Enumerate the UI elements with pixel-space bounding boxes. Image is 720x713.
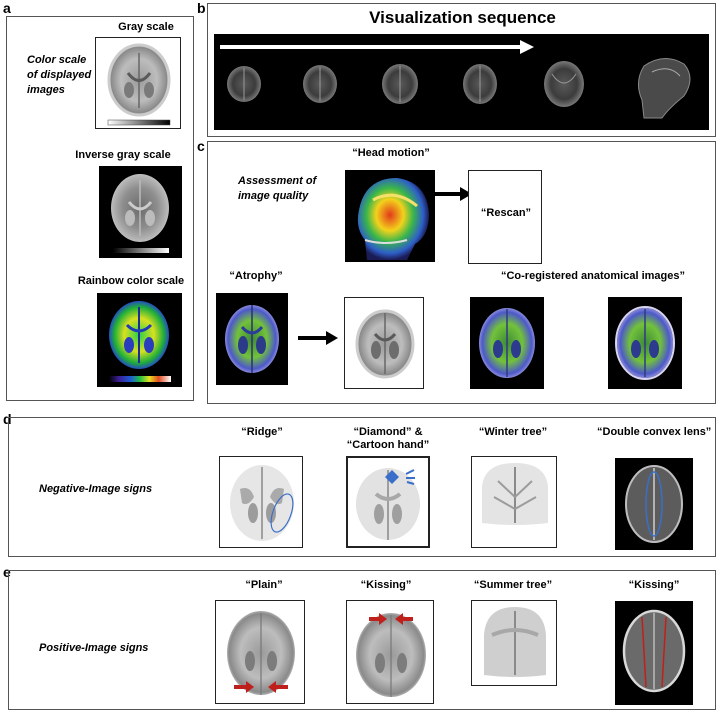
brain-kissing-mri — [622, 609, 686, 693]
plain-label: “Plain” — [245, 579, 283, 591]
visualization-sequence-strip — [214, 34, 709, 130]
brain-axial-coreg-1 — [479, 308, 535, 378]
kissing-label: “Kissing” — [360, 579, 412, 591]
lens-annotation-ellipse — [645, 471, 663, 537]
brain-ridge — [230, 465, 294, 541]
arrow-to-rescan — [432, 187, 472, 201]
diamond-annotation — [385, 470, 399, 484]
ridge-annotation-ellipse — [270, 493, 294, 533]
rescan-label: “Rescan” — [480, 207, 532, 219]
head-motion-label: “Head motion” — [352, 147, 430, 159]
brain-axial-atrophy — [225, 305, 279, 373]
plain-arrow-left — [268, 681, 288, 693]
atrophy-image — [216, 293, 288, 385]
sequence-arrow-head — [520, 40, 534, 54]
brain-axial-coreg-2 — [615, 306, 675, 380]
brain-plain — [227, 611, 295, 695]
panel-e: Positive-Image signs “Plain” “Kissing” “… — [8, 570, 716, 710]
positive-image-signs-label: Positive-Image signs — [39, 642, 149, 654]
atrophy-label: “Atrophy” — [229, 270, 283, 282]
panel-b: Visualization sequence — [207, 3, 716, 137]
brain-winter-tree — [482, 463, 548, 525]
brain-axial-inverse — [111, 174, 169, 253]
coregistered-image-2 — [608, 297, 682, 389]
rescan-box: “Rescan” — [468, 170, 542, 264]
plain-arrow-right — [234, 681, 254, 693]
coregistered-image-1 — [470, 297, 544, 389]
double-convex-lens-image — [615, 458, 693, 550]
gray-scale-label: Gray scale — [118, 21, 174, 33]
diamond-cartoon-label: “Diamond” & “Cartoon hand” — [346, 426, 430, 451]
panel-a-label: a — [3, 0, 11, 16]
panel-d-label: d — [3, 411, 12, 427]
ridge-image — [219, 456, 303, 548]
kissing-arrow-left — [395, 613, 413, 625]
coregistered-label: “Co-registered anatomical images” — [500, 270, 685, 282]
brain-axial-gray-atrophy — [355, 309, 415, 379]
summer-tree-image — [471, 600, 557, 686]
kissing-mri-label: “Kissing” — [628, 579, 680, 591]
rainbow-color-scale-label: Rainbow color scale — [77, 275, 185, 287]
kissing-line-right — [661, 616, 667, 688]
brain-double-convex-lens — [625, 465, 683, 543]
color-scale-intro: Color scale of displayed images — [27, 54, 92, 96]
double-convex-lens-label: “Double convex lens” — [597, 426, 712, 438]
sagittal-head — [638, 58, 691, 119]
brain-axial-rainbow — [109, 301, 171, 382]
inverse-gray-scale-image — [99, 166, 182, 258]
panel-c-label: c — [197, 138, 205, 154]
ridge-label: “Ridge” — [241, 426, 283, 438]
brain-summer-tree — [484, 607, 546, 677]
brain-diamond-cartoon — [356, 468, 420, 540]
head-motion-image — [345, 170, 435, 262]
winter-tree-label: “Winter tree” — [478, 426, 548, 438]
kissing-image — [346, 600, 434, 704]
cartoon-hand-annotation — [405, 469, 415, 485]
atrophy-gray-image — [344, 297, 424, 389]
panel-c: “Head motion” Assessment of image qualit… — [207, 141, 716, 404]
kissing-arrow-right — [369, 613, 387, 625]
panel-a: Color scale of displayed images Gray sca… — [6, 16, 194, 401]
panel-d: Negative-Image signs “Ridge” “Diamond” &… — [8, 417, 716, 557]
gray-scale-image — [95, 37, 181, 129]
brain-kissing — [356, 613, 426, 697]
winter-tree-image — [471, 456, 557, 548]
assessment-label: Assessment of image quality — [238, 175, 317, 202]
kissing-mri-image — [615, 601, 693, 705]
visualization-sequence-title: Visualization sequence — [369, 8, 556, 27]
kissing-line-left — [641, 616, 647, 688]
brain-axial-gray — [107, 43, 171, 126]
sequence-graphic — [220, 40, 691, 119]
panel-b-label: b — [197, 0, 206, 16]
plain-image — [215, 600, 305, 704]
summer-tree-label: “Summer tree” — [473, 579, 553, 591]
rainbow-color-scale-image — [97, 293, 182, 387]
arrow-to-gray — [298, 331, 338, 345]
panel-e-label: e — [3, 564, 11, 580]
inverse-gray-scale-label: Inverse gray scale — [75, 149, 171, 161]
sagittal-head-motion — [357, 178, 429, 260]
negative-image-signs-label: Negative-Image signs — [39, 483, 153, 495]
diamond-cartoon-image — [346, 456, 430, 548]
